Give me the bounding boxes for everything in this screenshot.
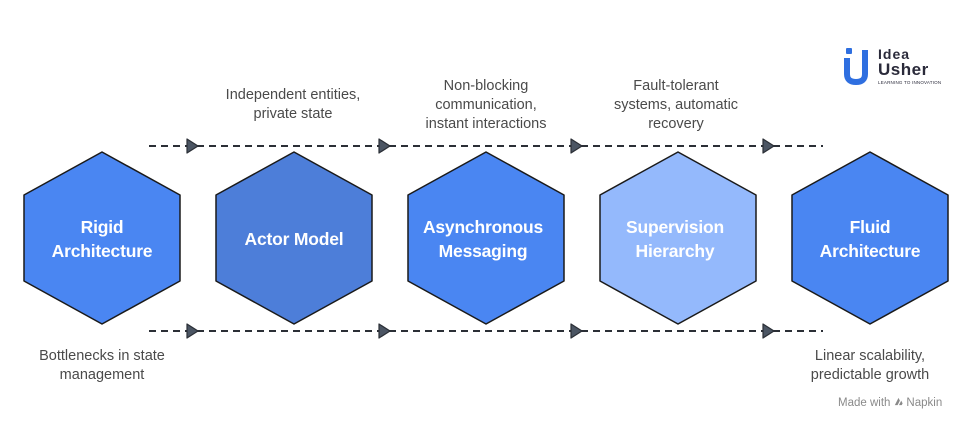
step-label-actor-model: Actor Model [219, 227, 369, 251]
caption-line: predictable growth [810, 367, 930, 383]
step-label-line: Actor Model [244, 229, 344, 249]
caption-line: Linear scalability, [814, 348, 926, 364]
hexagon-fluid-architecture [791, 151, 949, 325]
arrow-head-icon [378, 138, 391, 154]
hexagon-actor-model [215, 151, 373, 325]
step-label-line: Hierarchy [635, 241, 715, 261]
hexagon-supervision-hierarchy [599, 151, 757, 325]
caption-line: Independent entities, [225, 87, 361, 103]
caption-line: instant interactions [425, 116, 547, 132]
step-label-rigid-architecture: Rigid Architecture [27, 215, 177, 263]
step-label-fluid-architecture: Fluid Architecture [795, 215, 945, 263]
step-label-supervision-hierarchy: Supervision Hierarchy [600, 215, 750, 263]
hexagon-asynchronous-messaging [407, 151, 565, 325]
arrow-head-icon [570, 138, 583, 154]
step-label-line: Fluid [849, 217, 891, 237]
hexagon-layer [23, 151, 949, 325]
napkin-logo-icon [895, 397, 904, 406]
arrow-head-icon [762, 138, 775, 154]
logo-mark-icon [844, 48, 868, 86]
caption-line: systems, automatic [613, 97, 739, 113]
caption-line: communication, [435, 97, 537, 113]
arrow-head-icon [378, 323, 391, 339]
caption-rigid-architecture: Bottlenecks in state management [7, 347, 197, 385]
caption-line: Non-blocking [443, 78, 529, 94]
caption-line: Fault-tolerant [633, 78, 719, 94]
arrow-head-icon [570, 323, 583, 339]
arrow-head-icon [186, 138, 199, 154]
step-label-asynchronous-messaging: Asynchronous Messaging [408, 215, 558, 263]
caption-asynchronous-messaging: Non-blocking communication, instant inte… [391, 77, 581, 134]
made-with-napkin-credit: Made with Napkin [838, 396, 942, 409]
connector-layer [149, 138, 823, 339]
arrow-head-icon [762, 323, 775, 339]
caption-line: management [59, 367, 145, 383]
caption-fluid-architecture: Linear scalability, predictable growth [775, 347, 965, 385]
step-label-line: Asynchronous [422, 217, 544, 237]
idea-usher-logo: Idea Usher LEARNING TO INNOVATION [842, 46, 946, 88]
credit-brand: Napkin [906, 397, 943, 409]
logo-word-idea: Idea [878, 46, 911, 62]
step-label-line: Architecture [51, 241, 153, 261]
caption-supervision-hierarchy: Fault-tolerant systems, automatic recove… [581, 77, 771, 134]
step-label-line: Supervision [626, 217, 724, 237]
logo-tagline: LEARNING TO INNOVATION [878, 80, 942, 85]
caption-actor-model: Independent entities, private state [198, 86, 388, 124]
logo-word-usher: Usher [878, 60, 929, 79]
step-label-line: Messaging [438, 241, 528, 261]
arrow-head-icon [186, 323, 199, 339]
caption-line: private state [253, 106, 333, 122]
credit-prefix: Made with [838, 397, 891, 409]
caption-line: recovery [648, 116, 704, 132]
step-label-line: Rigid [80, 217, 124, 237]
hexagon-rigid-architecture [23, 151, 181, 325]
step-label-line: Architecture [819, 241, 921, 261]
caption-line: Bottlenecks in state [39, 348, 165, 364]
